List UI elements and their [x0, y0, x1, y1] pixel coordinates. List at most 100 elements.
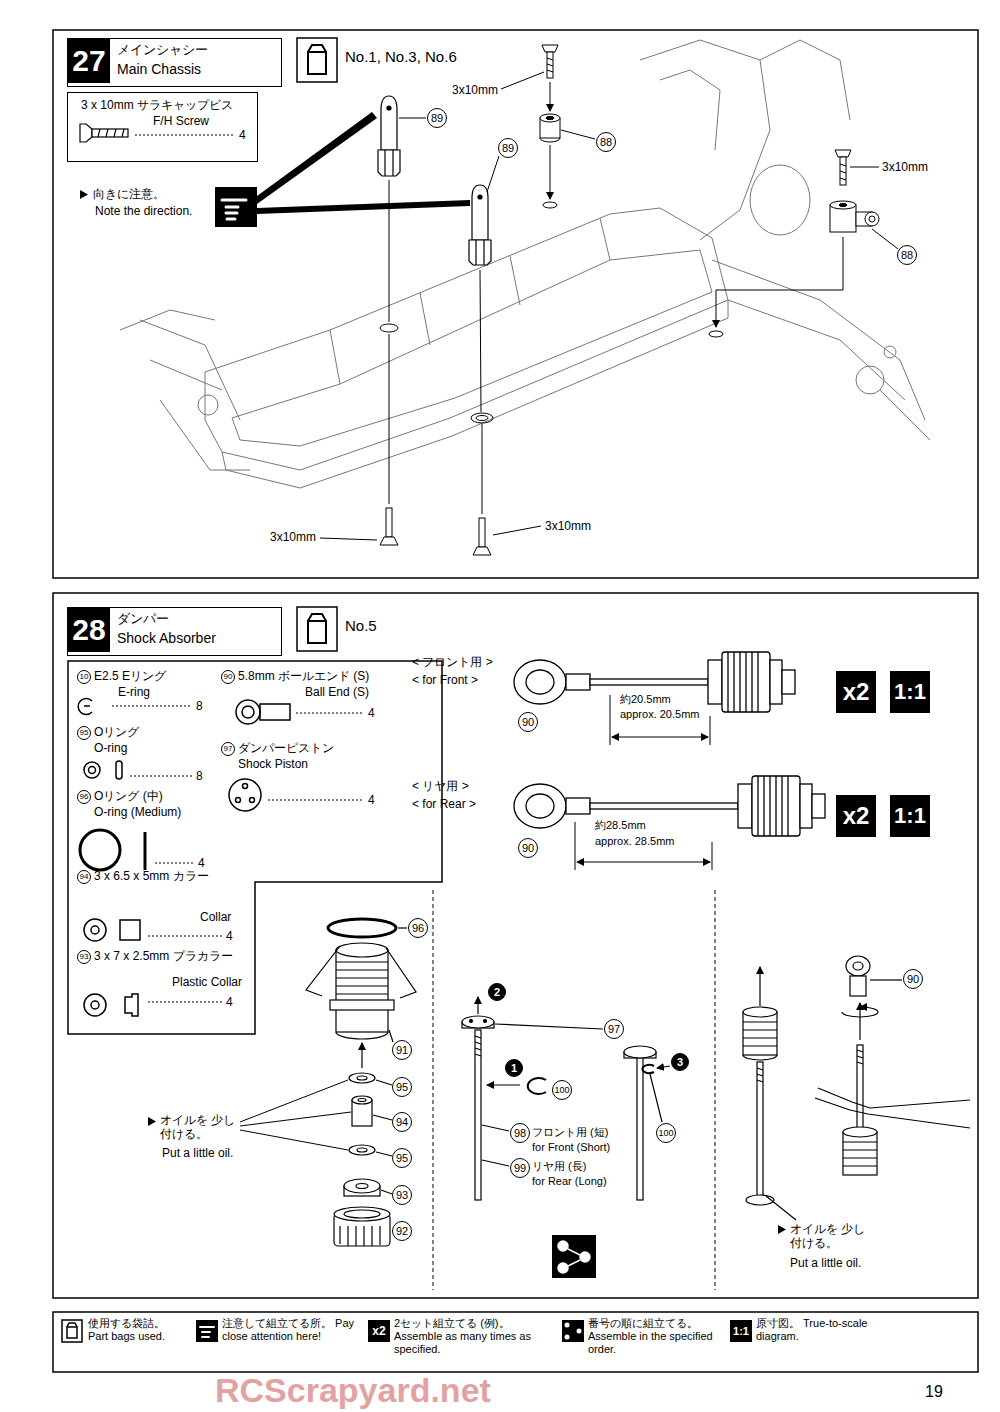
label-text: 3 x 10mm サラキャップビス [81, 98, 233, 112]
label-text: Oリング [94, 725, 139, 739]
step-order-number: 2 [488, 983, 506, 1001]
callout-number: 94 [77, 870, 91, 884]
label-text: オイルを 少し付ける。 [160, 1113, 236, 1142]
label-text: for Front (Short) [532, 1141, 610, 1154]
label-text: F/H Screw [153, 114, 209, 128]
legend-text: 使用する袋詰。 Part bags used. [88, 1317, 188, 1343]
label-text: No.1, No.3, No.6 [345, 48, 457, 66]
callout-number: 92 [392, 1221, 412, 1241]
callout-number: 89 [498, 138, 518, 158]
label-text: 向きに注意。 [93, 187, 165, 201]
label-text: 3x10mm [882, 160, 928, 174]
step-header: 28 ダンパー Shock Absorber [67, 607, 282, 656]
callout-number: 91 [392, 1040, 412, 1060]
label-text: approx. 28.5mm [595, 835, 674, 848]
label-text: O-ring [94, 741, 127, 755]
label-text: Shock Absorber [117, 630, 216, 647]
icon-badge: 1:1 [730, 1320, 752, 1342]
callout-number: 90 [221, 670, 235, 684]
callout-number: 100 [552, 1080, 572, 1100]
callout-number: 100 [656, 1123, 676, 1143]
label-text: Shock Piston [238, 757, 308, 771]
label-text: ダンパーピストン [238, 741, 334, 755]
label-text: Oリング (中) [94, 789, 163, 803]
label-text: approx. 20.5mm [620, 708, 699, 721]
callout-number: 95 [392, 1148, 412, 1168]
callout-number: 88 [596, 132, 616, 152]
label-text: < フロント用 > [412, 655, 493, 669]
icon-badge: x2 [368, 1320, 390, 1342]
label-text: < リヤ用 > [412, 779, 469, 793]
label-text: ダンパー [117, 611, 169, 627]
label-text: 5.8mm ボールエンド (S) [238, 669, 369, 683]
callout-number: 93 [77, 950, 91, 964]
label-text: Plastic Collar [172, 975, 242, 989]
callout-number: 89 [427, 108, 447, 128]
callout-number: 94 [392, 1112, 412, 1132]
callout-number: 90 [903, 969, 923, 989]
callout-number: 96 [77, 790, 91, 804]
callout-number: 98 [510, 1123, 530, 1143]
label-text: 4 [239, 128, 246, 142]
callout-number: 93 [392, 1185, 412, 1205]
step-header: 27メインシャシーMain Chassis [67, 38, 282, 87]
callout-number: 97 [221, 742, 235, 756]
icon-badge: 28 [68, 608, 110, 652]
label-text: リヤ用 (長) [532, 1160, 586, 1173]
label-text: 4 [198, 856, 205, 870]
label-text: 19 [925, 1382, 943, 1401]
label-text: < for Rear > [412, 797, 476, 811]
parts-box: 10E2.5 EリングE-ring895OリングO-ring896Oリング (中… [67, 660, 443, 1035]
icon-badge: 1:1 [890, 671, 930, 713]
callout-number: 88 [897, 245, 917, 265]
label-text: O-ring (Medium) [94, 805, 181, 819]
parts-box: 3 x 10mm サラキャップビス F/H Screw 4 [67, 92, 258, 162]
label-text: No.5 [345, 617, 377, 635]
step-order-number: 3 [671, 1053, 689, 1071]
parts-box-outline [67, 660, 443, 1035]
callout-number: 10 [77, 670, 91, 684]
label-text: 約28.5mm [595, 819, 646, 832]
callout-number: 95 [77, 726, 91, 740]
icon-badge: 1:1 [890, 795, 930, 837]
legend-text: 原寸図。 True-to-scale diagram. [756, 1317, 906, 1343]
label-text: 4 [226, 929, 233, 943]
callout-number: 99 [510, 1158, 530, 1178]
label-text: 4 [368, 706, 375, 720]
callout-number: 95 [392, 1077, 412, 1097]
label-text: Collar [200, 910, 231, 924]
legend-text: 注意して組立てる所。 Pay close attention here! [222, 1317, 362, 1343]
label-text: Main Chassis [117, 61, 201, 78]
label-text: 3 x 6.5 x 5mm カラー [94, 869, 209, 883]
icon-badge: x2 [836, 671, 876, 713]
legend-text: 番号の順に組立てる。 Assemble in the specified ord… [588, 1317, 723, 1357]
label-text: 3 x 7 x 2.5mm プラカラー [94, 949, 233, 963]
label-text: メインシャシー [117, 42, 208, 58]
label-text: 4 [368, 793, 375, 807]
label-text: 3x10mm [452, 83, 498, 97]
label-text: 8 [196, 699, 203, 713]
watermark: RCScrapyard.net [215, 1372, 491, 1409]
label-text: オイルを 少し付ける。 [790, 1222, 866, 1251]
label-text: 3x10mm [270, 530, 316, 544]
label-text: for Rear (Long) [532, 1175, 607, 1188]
label-text: フロント用 (短) [532, 1126, 608, 1139]
label-text: 8 [196, 769, 203, 783]
callout-number: 97 [604, 1019, 624, 1039]
callout-number: 90 [518, 712, 538, 732]
callout-number: 96 [408, 918, 428, 938]
label-text: < for Front > [412, 673, 478, 687]
label-text: 約20.5mm [620, 693, 671, 706]
label-text: 4 [226, 995, 233, 1009]
legend-text: 2セット組立てる (例)。 Assemble as many times as … [394, 1317, 544, 1357]
label-text: Note the direction. [95, 204, 192, 218]
step-order-number: 1 [505, 1059, 523, 1077]
label-text: E-ring [118, 685, 150, 699]
label-text: Ball End (S) [305, 685, 369, 699]
icon-badge: x2 [836, 795, 876, 837]
callout-number: 90 [518, 838, 538, 858]
label-text: 3x10mm [545, 519, 591, 533]
label-text: Put a little oil. [790, 1256, 861, 1270]
label-text: Put a little oil. [162, 1146, 233, 1160]
